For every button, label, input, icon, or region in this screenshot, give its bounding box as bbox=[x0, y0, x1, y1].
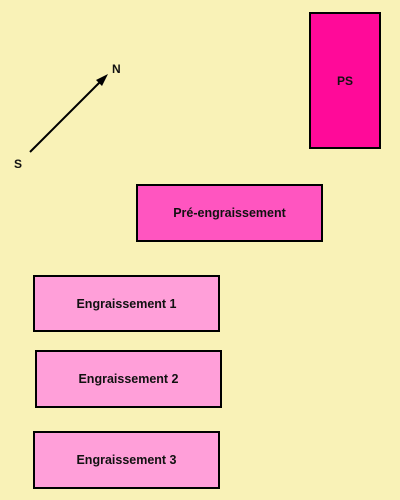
building-pre-engraissement-label: Pré-engraissement bbox=[173, 206, 286, 220]
building-engraissement-1: Engraissement 1 bbox=[33, 275, 220, 332]
building-ps: PS bbox=[309, 12, 381, 149]
building-engraissement-1-label: Engraissement 1 bbox=[76, 296, 177, 311]
building-engraissement-2-label: Engraissement 2 bbox=[78, 372, 179, 386]
building-ps-label: PS bbox=[336, 73, 353, 88]
building-engraissement-3: Engraissement 3 bbox=[33, 431, 220, 489]
compass-north-label: N bbox=[112, 62, 121, 76]
building-engraissement-2: Engraissement 2 bbox=[35, 350, 222, 408]
compass-south-label: S bbox=[14, 157, 23, 171]
building-engraissement-3-label: Engraissement 3 bbox=[76, 453, 177, 467]
building-pre-engraissement: Pré-engraissement bbox=[136, 184, 323, 242]
